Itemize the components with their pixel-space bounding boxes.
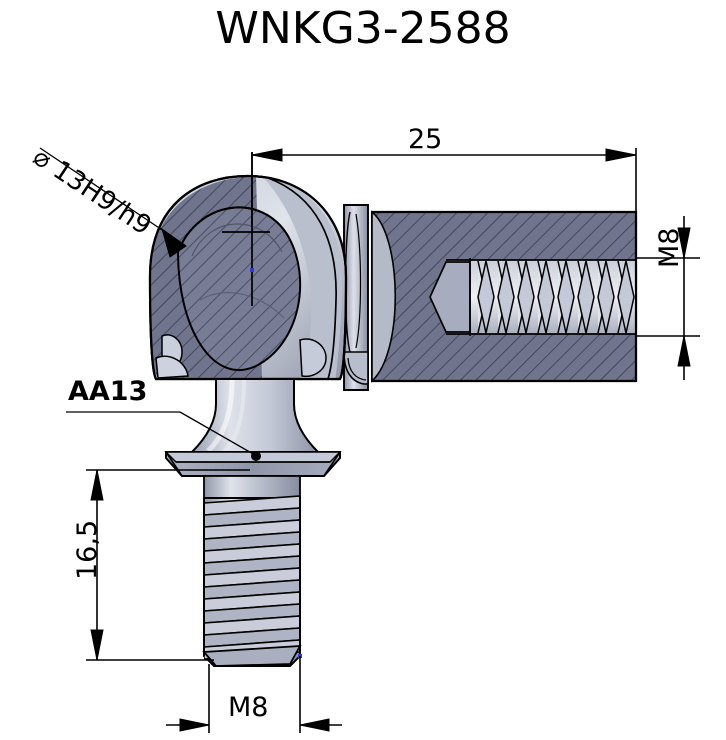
ball-socket-head <box>148 152 348 381</box>
arrow-m8b-left <box>179 718 210 732</box>
dimension-25 <box>251 148 637 225</box>
arrow-165-top <box>90 469 104 501</box>
stud-end-chamfer <box>202 644 302 667</box>
internal-thread-bore <box>429 258 636 336</box>
leader-dot-aa13 <box>251 451 261 461</box>
dimension-label-m8-right: M8 <box>654 227 685 268</box>
threaded-arm-assembly <box>370 210 638 383</box>
page-title: WNKG3-2588 <box>215 3 511 54</box>
hinge-column <box>343 204 369 391</box>
arrow-m8b-right <box>299 718 330 732</box>
arm-nose-face <box>371 210 396 383</box>
dimension-16-5 <box>86 469 250 661</box>
leader-bore-diameter <box>39 147 187 258</box>
arrow-25-right <box>605 148 637 162</box>
center-point-marker <box>250 268 254 272</box>
arrow-m8r-bottom <box>677 335 691 367</box>
stud-thread-turns <box>204 495 301 660</box>
dimension-label-25: 25 <box>408 124 443 155</box>
arrow-165-bottom <box>90 629 104 661</box>
arrow-25-left <box>251 148 283 162</box>
leader-aa13 <box>66 411 261 461</box>
neck-fillet <box>189 378 321 453</box>
leader-line-aa13 <box>179 411 256 456</box>
leader-line-diameter <box>39 147 187 247</box>
stud-assembly <box>164 378 342 667</box>
dimension-m8-right <box>636 216 700 380</box>
label-aa13: AA13 <box>68 376 148 407</box>
dimension-label-16-5: 16,5 <box>72 519 103 580</box>
dimension-label-m8-bottom: M8 <box>228 692 269 723</box>
arrow-m8r-top <box>677 227 691 259</box>
dimension-m8-bottom <box>166 656 342 733</box>
part-geometry <box>148 152 638 667</box>
dimension-layer <box>39 147 700 733</box>
arrow-diameter <box>161 227 187 258</box>
